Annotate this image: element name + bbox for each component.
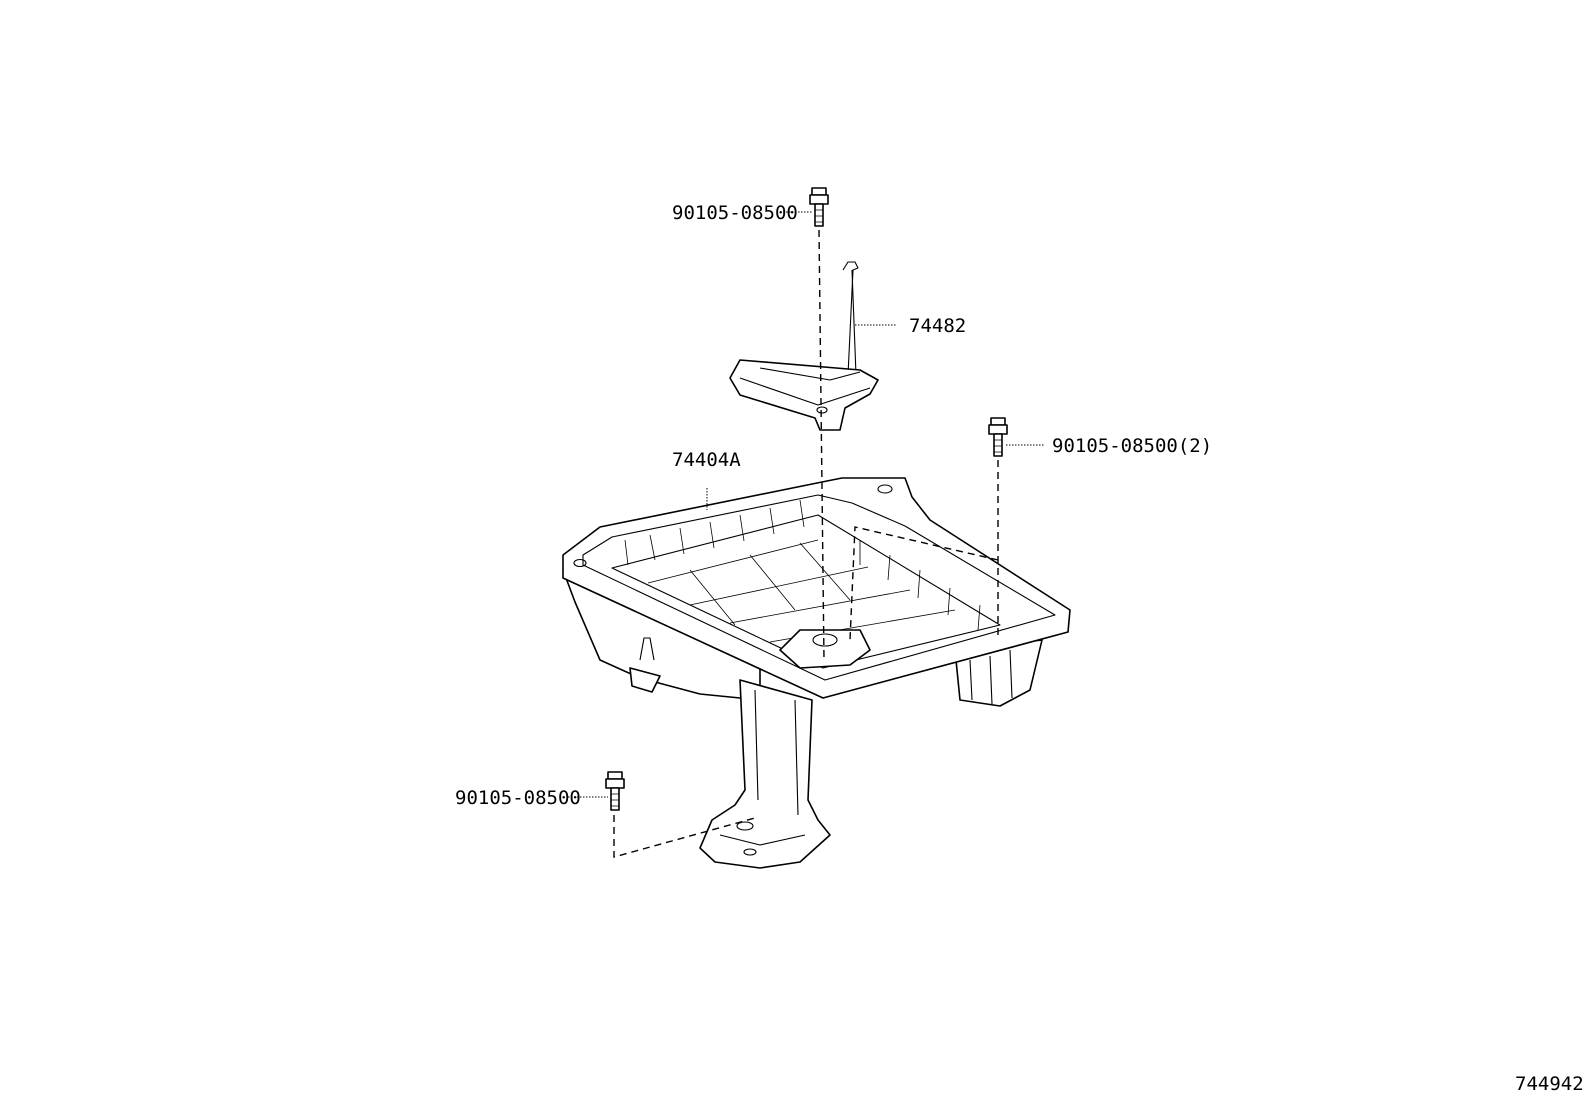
battery-clamp-rod[interactable] (729, 261, 879, 431)
label-clamp-rod[interactable]: 74482 (909, 315, 966, 337)
battery-tray[interactable] (562, 477, 1071, 869)
leader-lines (568, 211, 1044, 798)
figure-number: 744942 (1515, 1073, 1584, 1095)
label-tray[interactable]: 74404A (672, 449, 741, 471)
label-bolt-bottom[interactable]: 90105-08500 (455, 787, 581, 809)
bolt-right[interactable] (988, 417, 1008, 457)
bolt-bottom[interactable] (605, 771, 625, 811)
bolt-top[interactable] (809, 187, 829, 227)
label-bolt-right[interactable]: 90105-08500(2) (1052, 435, 1212, 457)
assembly-lines (613, 229, 999, 858)
label-bolt-top[interactable]: 90105-08500 (672, 202, 798, 224)
